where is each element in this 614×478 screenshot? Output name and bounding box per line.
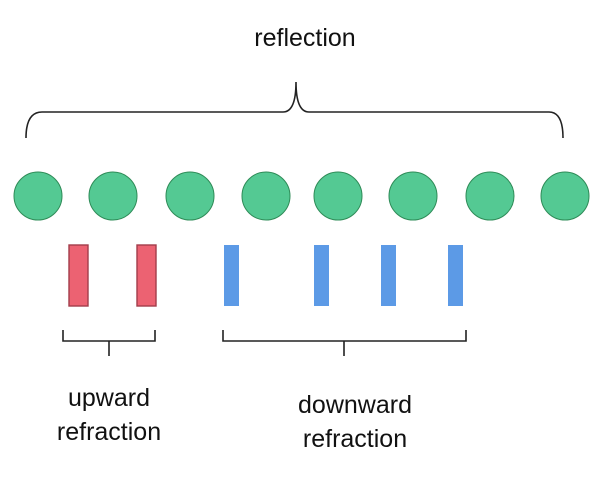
upward-refraction-bracket: [62, 330, 156, 356]
downward-refraction-bracket: [222, 330, 467, 356]
reflection-text: reflection: [254, 24, 356, 52]
downward-bar-2: [314, 245, 329, 306]
upward-bar-2: [136, 244, 157, 307]
particle-circle-4: [241, 171, 291, 221]
particle-circle-5: [313, 171, 363, 221]
particle-circle-8: [540, 171, 590, 221]
particle-circle-3: [165, 171, 215, 221]
downward-label-line-1: downward: [298, 391, 412, 419]
downward-bar-3: [381, 245, 396, 306]
reflection-bracket: [25, 81, 564, 139]
particle-circle-6: [388, 171, 438, 221]
reflection-label: reflection: [205, 21, 405, 55]
particle-circle-7: [465, 171, 515, 221]
upward-refraction-label: upward refraction: [29, 381, 189, 449]
particle-circle-1: [13, 171, 63, 221]
downward-bar-1: [224, 245, 239, 306]
downward-refraction-label: downward refraction: [255, 388, 455, 456]
upward-label-line-2: refraction: [56, 418, 162, 446]
circle-row: [13, 171, 590, 221]
bar-row: [68, 244, 463, 307]
downward-bar-4: [448, 245, 463, 306]
upward-label-line-1: upward: [68, 384, 150, 412]
upward-bar-1: [68, 244, 89, 307]
particle-circle-2: [88, 171, 138, 221]
downward-label-line-2: refraction: [302, 425, 408, 453]
